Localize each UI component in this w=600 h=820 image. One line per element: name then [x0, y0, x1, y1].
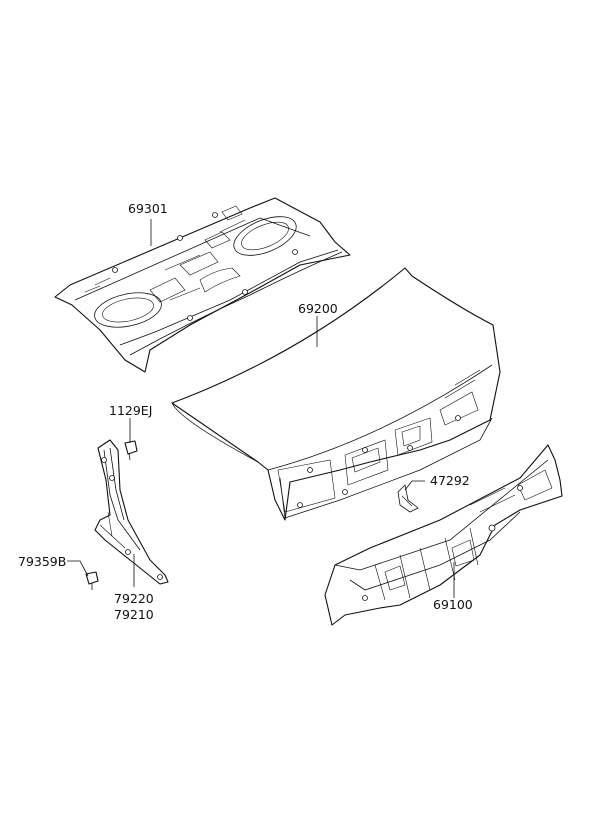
- leader-clip: [404, 480, 425, 491]
- callout-47292: 47292: [430, 473, 470, 488]
- trunk-lid: [171, 267, 501, 521]
- callout-79359b: 79359B: [18, 554, 67, 569]
- trunk-lid-hinge: [94, 439, 169, 585]
- callout-69100: 69100: [433, 597, 473, 612]
- back-panel: [324, 444, 563, 626]
- callout-69301: 69301: [128, 201, 168, 216]
- wire-clip: [397, 484, 419, 513]
- leader-lines: [67, 219, 455, 598]
- hinge-bolt-top: [124, 440, 138, 461]
- callout-1129ej: 1129EJ: [109, 403, 153, 418]
- callout-69200: 69200: [298, 301, 338, 316]
- callout-79210: 79210: [114, 607, 154, 622]
- leader-bolt-bottom: [67, 560, 89, 577]
- callout-79220: 79220: [114, 591, 154, 606]
- rear-package-shelf: [54, 197, 351, 373]
- hinge-bolt-bottom: [85, 571, 99, 590]
